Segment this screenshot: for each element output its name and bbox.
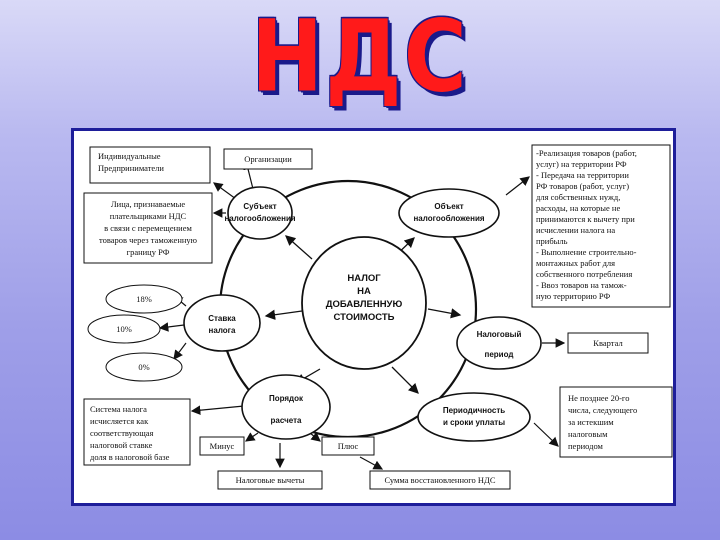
- svg-text:плательщиками НДС: плательщиками НДС: [110, 211, 187, 221]
- svg-text:Объект: Объект: [434, 202, 463, 211]
- svg-text:ную территорию РФ: ную территорию РФ: [536, 291, 611, 301]
- svg-text:и сроки уплаты: и сроки уплаты: [443, 418, 505, 427]
- svg-text:0%: 0%: [138, 362, 149, 372]
- svg-text:исчисляется как: исчисляется как: [90, 416, 149, 426]
- svg-text:в связи с перемещением: в связи с перемещением: [104, 223, 192, 233]
- node-term: [417, 392, 531, 442]
- node-period: [456, 316, 542, 370]
- box-organizations: [223, 148, 313, 170]
- svg-text:- Выполнение строительно-: - Выполнение строительно-: [536, 247, 637, 257]
- node-subject: [227, 186, 293, 240]
- svg-text:расходы, на которые не: расходы, на которые не: [536, 203, 620, 213]
- svg-text:период: период: [485, 350, 514, 359]
- svg-text:СТОИМОСТЬ: СТОИМОСТЬ: [334, 312, 395, 323]
- svg-text:для собственных нужд,: для собственных нужд,: [536, 192, 620, 202]
- svg-text:Налоговый: Налоговый: [477, 330, 522, 339]
- svg-text:налоговым: налоговым: [568, 429, 608, 439]
- vat-diagram: НАЛОГ НА ДОБАВЛЕННУЮ СТОИМОСТЬ Субъект н…: [83, 144, 673, 490]
- box-minus: [199, 436, 245, 456]
- box-system: [83, 398, 191, 466]
- svg-text:Налоговые вычеты: Налоговые вычеты: [236, 475, 305, 485]
- center-node: [301, 236, 427, 370]
- svg-text:Ставка: Ставка: [208, 314, 236, 323]
- svg-text:Квартал: Квартал: [593, 338, 623, 348]
- diagram-panel: НАЛОГ НА ДОБАВЛЕННУЮ СТОИМОСТЬ Субъект н…: [71, 128, 676, 506]
- svg-text:Плюс: Плюс: [338, 441, 359, 451]
- svg-text:за истекшим: за истекшим: [568, 417, 614, 427]
- node-object: [398, 188, 500, 238]
- svg-text:- Ввоз товаров на тамож-: - Ввоз товаров на тамож-: [536, 280, 627, 290]
- svg-text:числа, следующего: числа, следующего: [568, 405, 637, 415]
- svg-text:периодом: периодом: [568, 441, 604, 451]
- svg-text:доля в налоговой базе: доля в налоговой базе: [90, 452, 170, 462]
- svg-text:услуг) на территории РФ: услуг) на территории РФ: [536, 159, 627, 169]
- svg-text:РФ товаров (работ, услуг): РФ товаров (работ, услуг): [536, 181, 629, 191]
- box-deadline: [559, 386, 673, 458]
- svg-text:расчета: расчета: [271, 416, 302, 425]
- svg-text:ДОБАВЛЕННУЮ: ДОБАВЛЕННУЮ: [326, 299, 403, 310]
- svg-text:Лица, признаваемые: Лица, признаваемые: [111, 199, 185, 209]
- svg-text:-Реализация товаров (работ,: -Реализация товаров (работ,: [536, 148, 637, 158]
- svg-text:налоговой ставке: налоговой ставке: [90, 440, 153, 450]
- svg-text:10%: 10%: [116, 324, 132, 334]
- box-deductions: [217, 470, 323, 490]
- svg-text:соответствующая: соответствующая: [90, 428, 154, 438]
- rate-0: [105, 352, 183, 382]
- rate-10: [87, 314, 161, 344]
- svg-text:Организации: Организации: [244, 154, 292, 164]
- box-persons: [83, 192, 213, 264]
- svg-text:прибыль: прибыль: [536, 236, 568, 246]
- box-objects-list: [531, 144, 671, 308]
- svg-text:Сумма восстановленного НДС: Сумма восстановленного НДС: [384, 475, 495, 485]
- box-quarter: [567, 332, 649, 354]
- rate-18: [105, 284, 183, 314]
- svg-text:монтажных работ для: монтажных работ для: [536, 258, 615, 268]
- svg-text:налогообложения: налогообложения: [224, 214, 295, 223]
- svg-text:НАЛОГ: НАЛОГ: [347, 273, 381, 284]
- svg-text:Порядок: Порядок: [269, 394, 304, 403]
- svg-text:Предприниматели: Предприниматели: [98, 163, 164, 173]
- svg-text:товаров через таможенную: товаров через таможенную: [99, 235, 198, 245]
- node-order: [241, 374, 331, 440]
- box-individuals: [89, 146, 211, 184]
- svg-text:исчислении налога на: исчислении налога на: [536, 225, 615, 235]
- svg-text:Периодичность: Периодичность: [443, 406, 505, 415]
- svg-text:Минус: Минус: [210, 441, 235, 451]
- page-title: НДС: [251, 0, 469, 115]
- svg-text:собственного потребления: собственного потребления: [536, 269, 632, 279]
- svg-text:Не позднее 20-го: Не позднее 20-го: [568, 393, 629, 403]
- svg-text:НА: НА: [357, 286, 371, 297]
- svg-text:18%: 18%: [136, 294, 152, 304]
- box-restored: [369, 470, 511, 490]
- svg-text:налогообложения: налогообложения: [413, 214, 484, 223]
- svg-text:- Передача на территории: - Передача на территории: [536, 170, 629, 180]
- svg-text:Система налога: Система налога: [90, 404, 147, 414]
- box-plus: [321, 436, 375, 456]
- svg-text:принимаются к вычету при: принимаются к вычету при: [536, 214, 635, 224]
- node-rate: [183, 294, 261, 352]
- svg-text:границу РФ: границу РФ: [127, 247, 170, 257]
- svg-text:налога: налога: [209, 326, 236, 335]
- svg-text:Субъект: Субъект: [243, 202, 276, 211]
- svg-text:Индивидуальные: Индивидуальные: [98, 151, 161, 161]
